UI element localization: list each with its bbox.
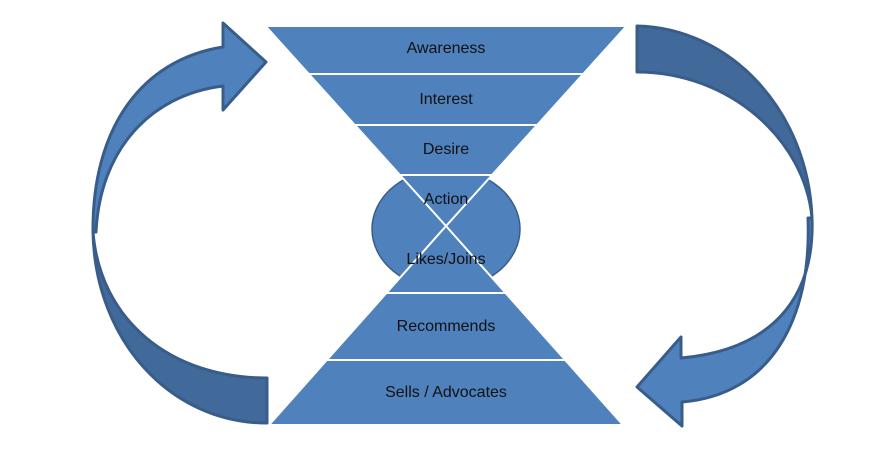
band-sells-advocates	[266, 359, 626, 426]
stage-label-interest: Interest	[419, 91, 473, 108]
band-action	[397, 174, 495, 228]
left-cycle-arrow-tail	[91, 230, 269, 425]
stage-label-action: Action	[424, 191, 468, 208]
stage-label-recommends: Recommends	[397, 318, 496, 335]
top-funnel	[263, 25, 629, 228]
stage-label-likes-joins: Likes/Joins	[406, 251, 485, 268]
stage-label-desire: Desire	[423, 141, 469, 158]
stage-label-sells-advocates: Sells / Advocates	[385, 384, 507, 401]
stage-label-awareness: Awareness	[407, 40, 486, 57]
stage-labels: Awareness Interest Desire Action Likes/J…	[385, 40, 507, 401]
right-cycle-arrow-head	[635, 216, 814, 428]
left-cycle-arrow-head	[91, 21, 268, 234]
bottom-funnel	[266, 224, 626, 426]
right-cycle-arrow-tail	[635, 24, 814, 220]
